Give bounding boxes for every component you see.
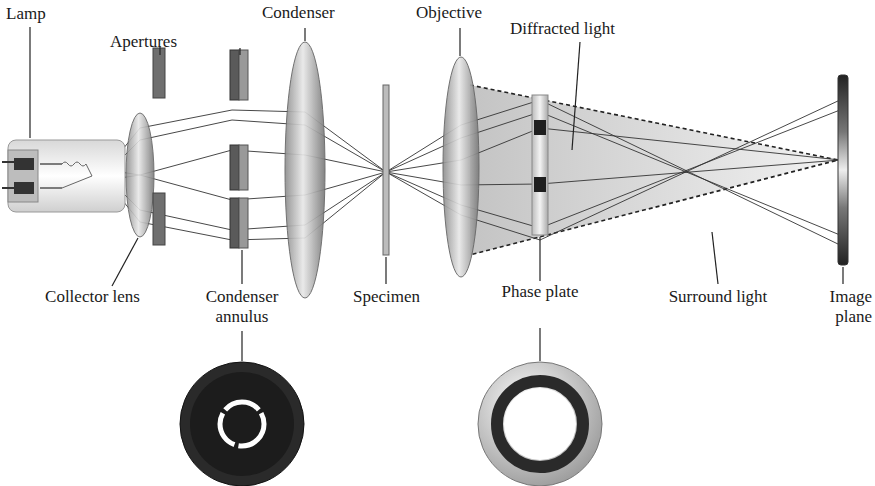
part-label: Image plane — [800, 287, 872, 327]
part-label: Collector lens — [45, 287, 140, 307]
part-label: Diffracted light — [510, 19, 660, 39]
part-label: Surround light — [658, 287, 778, 307]
part-label: Condenser annulus — [182, 287, 302, 327]
part-label: Lamp — [6, 4, 86, 24]
part-label: Objective — [416, 3, 516, 23]
part-label: Phase plate — [495, 282, 585, 302]
part-label: Specimen — [334, 287, 439, 307]
part-label: Condenser — [262, 3, 362, 23]
part-label: Apertures — [110, 32, 220, 52]
